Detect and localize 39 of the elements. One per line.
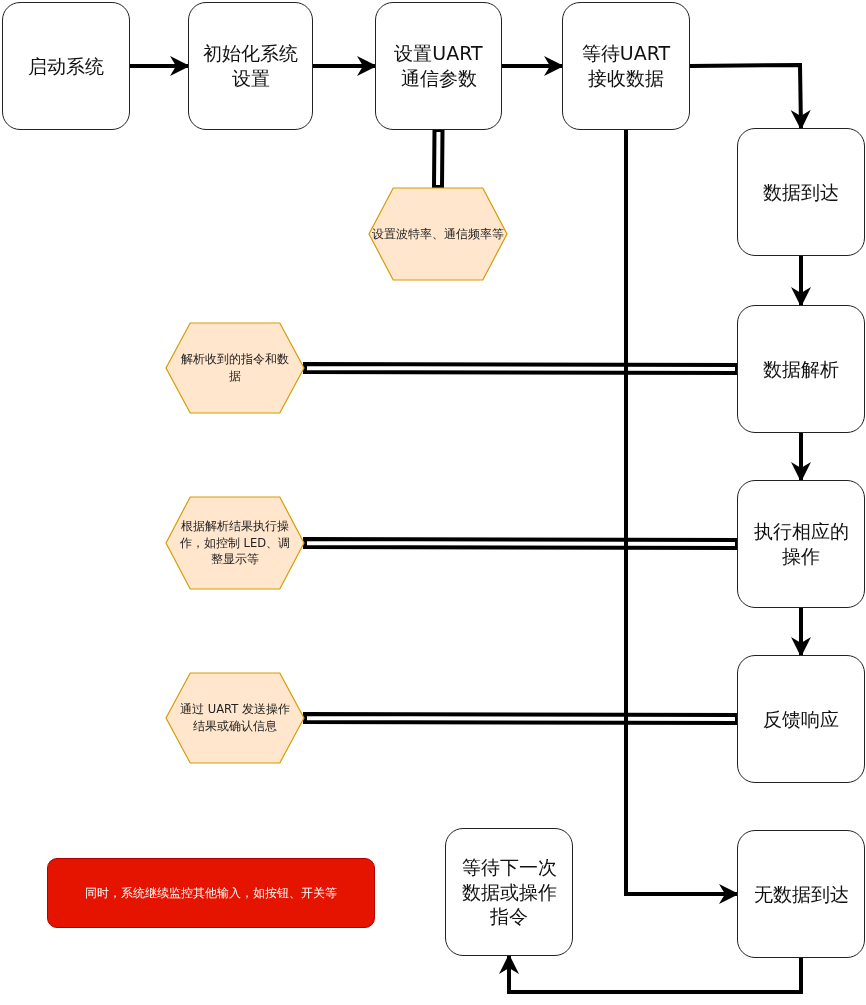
node-text: 执行相应的操作 (752, 519, 850, 569)
node-text: 无数据到达 (753, 881, 849, 907)
process-box (375, 2, 502, 130)
node-text: 启动系统 (28, 53, 104, 79)
node-text: 初始化系统设置 (202, 41, 299, 91)
double-line-connector (303, 362, 739, 375)
process-box (188, 2, 313, 130)
node-text: 反馈响应 (763, 706, 839, 732)
process-box (737, 830, 865, 958)
arrow (130, 56, 190, 76)
node-text: 数据解析 (763, 356, 839, 382)
process-box (562, 2, 690, 130)
node-text: 等待下一次数据或操作指令 (460, 854, 558, 930)
arrow (499, 954, 803, 994)
node-text: 数据到达 (763, 179, 839, 205)
arrow (624, 130, 739, 904)
process-box (737, 655, 865, 783)
node-text: 同时，系统继续监控其他输入，如按钮、开关等 (85, 884, 337, 902)
node-text: 解析收到的指令和数据 (180, 351, 290, 385)
arrow (313, 56, 377, 76)
double-line-connector (303, 537, 739, 550)
double-line-connector (303, 712, 739, 725)
node-text: 通过 UART 发送操作结果或确认信息 (179, 701, 291, 735)
process-box (445, 828, 573, 956)
process-box (737, 128, 865, 256)
node-text: 设置UART通信参数 (393, 41, 484, 91)
arrow (689, 63, 811, 130)
arrow (791, 256, 811, 307)
node-text: 根据解析结果执行操作，如控制 LED、调整显示等 (178, 518, 292, 568)
double-line-connector (432, 127, 445, 190)
arrow (502, 56, 564, 76)
node-text: 等待UART接收数据 (580, 41, 672, 91)
arrow (791, 608, 811, 657)
process-box (2, 2, 130, 130)
node-text: 设置波特率、通信频率等 (372, 225, 504, 243)
arrow (791, 433, 811, 482)
process-box (737, 305, 865, 433)
note-banner (47, 858, 375, 928)
process-box (737, 480, 865, 608)
